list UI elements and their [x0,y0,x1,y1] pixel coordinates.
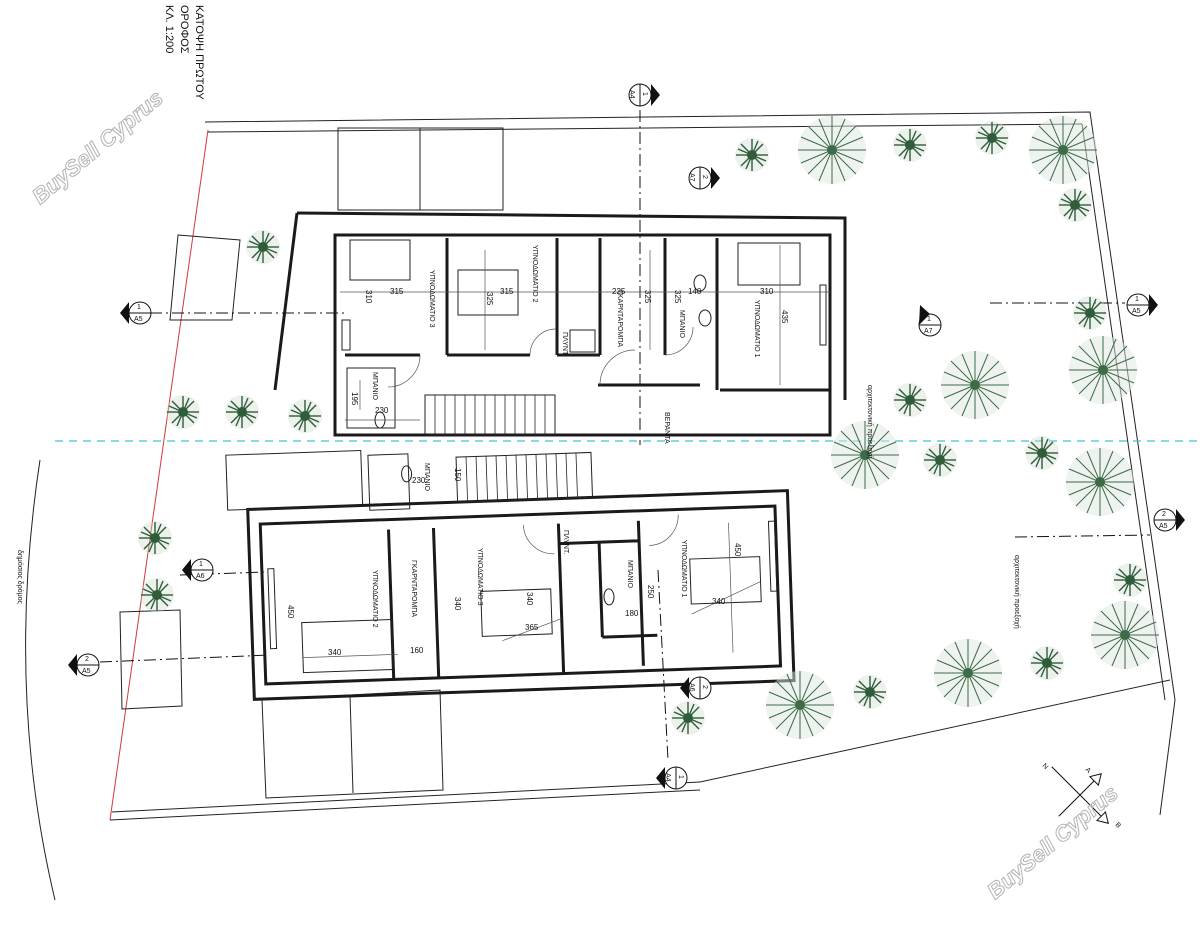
dim-u7: 325 [673,290,682,304]
dim-l5: 340 [525,592,534,606]
marker-a5-left2-num: 2 [85,656,89,663]
room-l-bath: ΜΠΑΝΙΟ [626,560,633,589]
site-boundary [109,111,1176,821]
room-bed1: ΥΠΝΟΔΩΜΑΤΙΟ 1 [753,300,760,358]
dim-l10: 450 [733,543,742,557]
building-line-label-2: αρχιτεκτονική προεξοχή [1013,555,1020,629]
room-wardrobe: ΓΚΑΡΝΤΑΡΟΜΠΑ [616,290,623,347]
marker-a5-r2-sheet: A5 [1159,523,1168,530]
room-l-wardrobe: ΓΚΑΡΝΤΑΡΟΜΠΑ [410,560,417,617]
parking-lower [119,234,444,799]
lower-unit-labels: ΥΠΝΟΔΩΜΑΤΙΟ 2 ΓΚΑΡΝΤΑΡΟΜΠΑ ΥΠΝΟΔΩΜΑΤΙΟ 3… [286,463,742,657]
dim-u1: 310 [364,290,373,304]
dim-u4: 315 [500,287,514,296]
dim-u12: 230 [375,406,389,415]
watermark-top: BuySell Cyprus [27,85,168,209]
title-line1: ΚΑΤΟΨΗ ΠΡΩΤΟΥ [193,5,205,100]
road-edge [25,459,56,901]
watermark-bottom: BuySell Cyprus [982,780,1123,904]
marker-a5-r2-num: 2 [1162,511,1166,518]
title-line3: ΚΛ. 1:200 [163,5,175,53]
property-line-red [109,129,209,821]
dim-l2: 340 [328,648,342,657]
lower-stairs [455,451,594,503]
marker-a4-top-sheet: A4 [628,90,635,99]
marker-a5-left-num: 1 [137,304,141,311]
marker-a7-mid-sheet: A7 [924,328,933,335]
room-veranda: ΒΕΡΑΝΤΑ [663,412,670,444]
section-marker-labels: 1 A4 2 A7 1 A5 1 A7 1 A5 2 A5 1 A6 2 A5 … [82,90,1168,782]
room-l-bed1: ΥΠΝΟΔΩΜΑΤΙΟ 1 [680,540,687,598]
dim-l9: 340 [712,597,726,606]
dim-u3: 325 [485,292,494,306]
dim-u8: 140 [688,287,702,296]
marker-a5-r1-num: 1 [1135,296,1139,303]
room-l-bed3: ΥΠΝΟΔΩΜΑΤΙΟ 3 [476,548,483,606]
title-block: ΚΑΤΟΨΗ ΠΡΩΤΟΥ ΟΡΟΦΟΣ ΚΛ. 1:200 [163,5,205,100]
dim-l4: 340 [453,597,462,611]
dim-u6: 325 [643,290,652,304]
dim-l6: 365 [525,623,539,632]
marker-a7-top-sheet: A7 [688,173,695,182]
room-l-wc2: ΠΛΥΝΤ. [562,530,569,554]
upper-unit [273,211,847,437]
upper-stairs [424,394,556,436]
marker-a6-left-num: 1 [199,561,203,568]
marker-a6-left-sheet: A6 [196,573,205,580]
marker-a4-bot-sheet: A4 [664,773,671,782]
marker-a6-bot-sheet: A6 [688,683,695,692]
dim-u10: 435 [780,310,789,324]
room-bath: ΜΠΑΝΙΟ [678,310,685,339]
marker-a7-top-num: 2 [701,175,708,179]
room-bed3: ΥΠΝΟΔΩΜΑΤΙΟ 3 [428,270,435,328]
marker-a5-left2-sheet: A5 [82,668,91,675]
room-wc: ΜΠΑΝΙΟ [371,372,378,401]
room-bed2: ΥΠΝΟΔΩΜΑΤΙΟ 2 [531,245,538,303]
title-line2: ΟΡΟΦΟΣ [178,5,190,54]
dim-l8: 250 [646,585,655,599]
north-label-a: A [1084,766,1092,774]
dim-l7: 180 [625,609,639,618]
marker-a4-top-num: 1 [641,92,648,96]
dim-l12: 150 [453,468,462,482]
room-l-wc: ΜΠΑΝΙΟ [423,463,430,492]
marker-a6-bot-num: 2 [701,685,708,689]
dim-u2: 315 [390,287,404,296]
section-markers [68,83,1185,793]
marker-a7-mid-num: 1 [927,316,931,323]
building-line-label-1: αρχιτεκτονική προεξοχή [866,385,873,459]
trees-large [765,115,1160,740]
dim-l11: 230 [412,476,426,485]
lower-unit [225,449,796,701]
parking-upper [337,127,504,211]
dim-u5: 225 [612,287,626,296]
dim-l3: 160 [410,646,424,655]
dim-u11: 195 [350,392,359,406]
north-arrow [1051,766,1109,824]
room-l-bed2: ΥΠΝΟΔΩΜΑΤΙΟ 2 [371,570,378,628]
upper-unit-labels: ΥΠΝΟΔΩΜΑΤΙΟ 3 ΥΠΝΟΔΩΜΑΤΙΟ 2 ΓΚΑΡΝΤΑΡΟΜΠΑ… [350,245,789,444]
room-wc2: ΠΛΥΝΤ. [561,332,568,356]
marker-a4-bot-num: 1 [677,775,684,779]
dim-l1: 450 [286,605,295,619]
marker-a5-left-sheet: A5 [134,316,143,323]
dim-u9: 310 [760,287,774,296]
north-label-b: B [1114,821,1122,829]
north-label-n: N [1041,762,1050,771]
road-label: δημόσιος δρόμος [16,550,24,605]
marker-a5-r1-sheet: A5 [1132,308,1141,315]
